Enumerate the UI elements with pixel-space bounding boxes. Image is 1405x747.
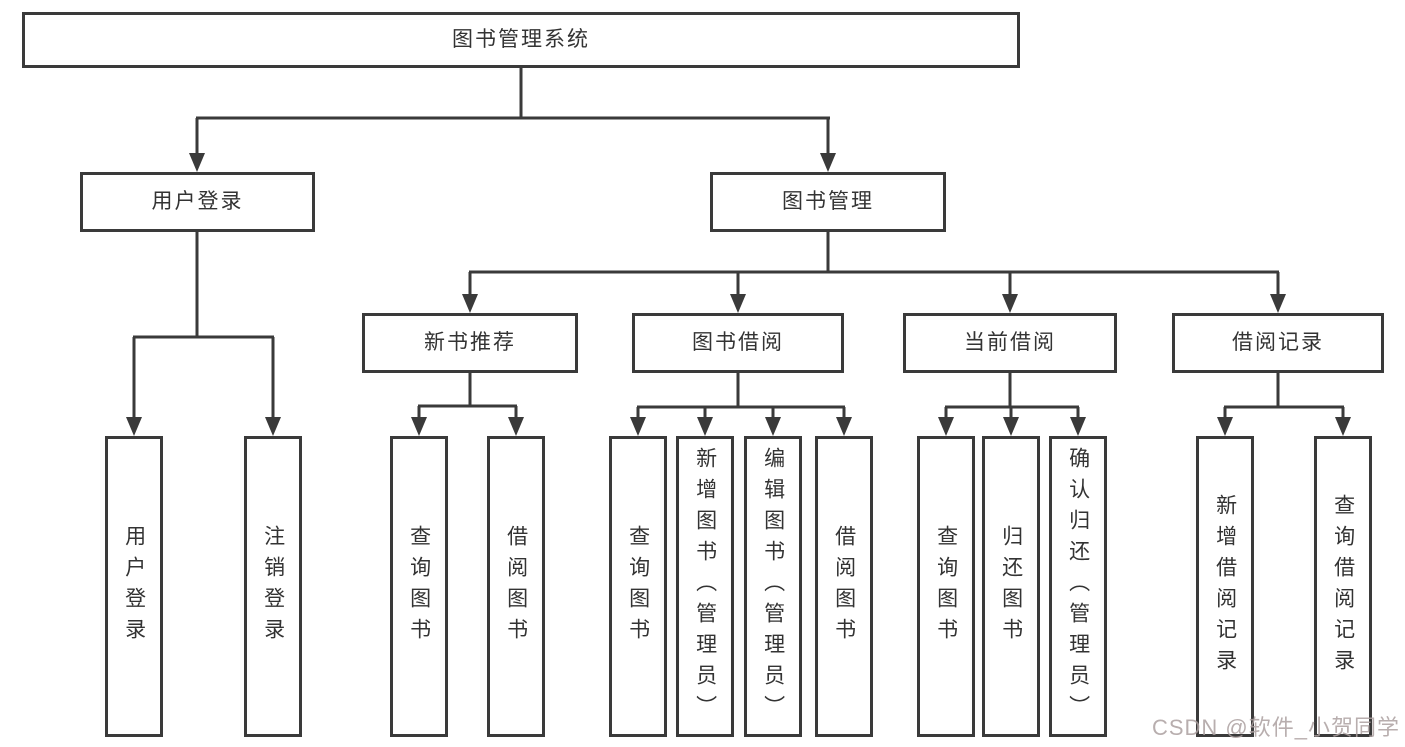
node-book-borrowing: 图书借阅 <box>632 313 844 373</box>
leaf-user-login: 用户登录 <box>105 436 163 737</box>
leaf-query-books-recommend: 查询图书 <box>390 436 448 737</box>
node-borrowing-records: 借阅记录 <box>1172 313 1384 373</box>
node-new-book-recommend: 新书推荐 <box>362 313 578 373</box>
leaf-borrow-books-recommend: 借阅图书 <box>487 436 545 737</box>
node-current-borrowing: 当前借阅 <box>903 313 1117 373</box>
leaf-add-borrow-record: 新增借阅记录 <box>1196 436 1254 737</box>
leaf-logout: 注销登录 <box>244 436 302 737</box>
leaf-edit-books-admin: 编辑图书（管理员） <box>744 436 802 737</box>
leaf-add-books-admin: 新增图书（管理员） <box>676 436 734 737</box>
node-root-system-title: 图书管理系统 <box>22 12 1020 68</box>
leaf-return-books: 归还图书 <box>982 436 1040 737</box>
node-user-login: 用户登录 <box>80 172 315 232</box>
leaf-query-borrow-record: 查询借阅记录 <box>1314 436 1372 737</box>
csdn-watermark: CSDN @软件_小贺同学 <box>1151 715 1400 740</box>
leaf-query-books-current: 查询图书 <box>917 436 975 737</box>
leaf-borrow-books: 借阅图书 <box>815 436 873 737</box>
leaf-confirm-return-admin: 确认归还（管理员） <box>1049 436 1107 737</box>
leaf-query-books-borrowing: 查询图书 <box>609 436 667 737</box>
node-book-management: 图书管理 <box>710 172 946 232</box>
